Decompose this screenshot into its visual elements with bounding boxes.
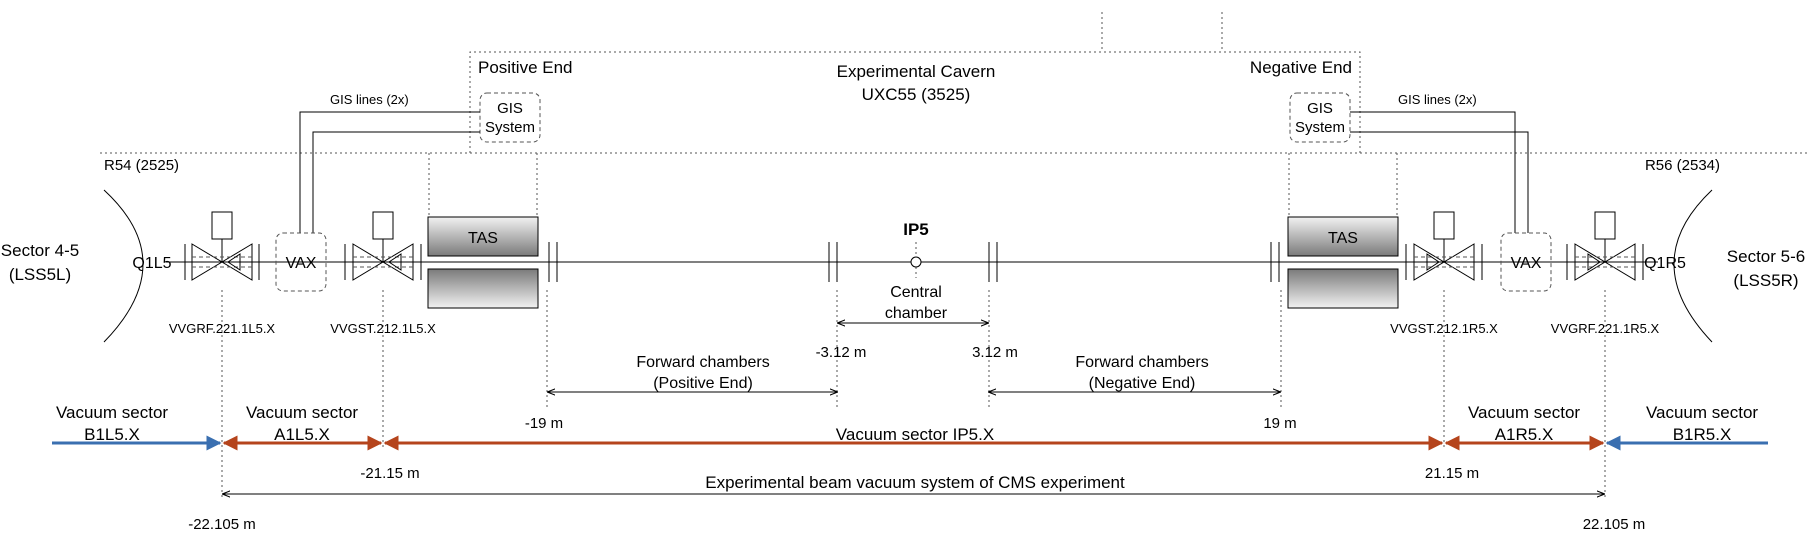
vacuum-b1r5-line2: B1R5.X (1673, 425, 1732, 444)
forward-positive-line2: (Positive End) (653, 375, 753, 392)
vacuum-ip5-label: Vacuum sector IP5.X (836, 425, 994, 444)
gis-system-left: GIS System (479, 92, 541, 143)
vacuum-b1r5-line1: Vacuum sector (1646, 403, 1758, 422)
flanges (548, 242, 1280, 282)
svg-text:TAS: TAS (1328, 230, 1358, 247)
system-label: Experimental beam vacuum system of CMS e… (705, 473, 1125, 492)
vacuum-b1l5-line2: B1L5.X (84, 425, 140, 444)
sector-right-line2: (LSS5R) (1733, 271, 1798, 290)
valve-label-left-inner: VVGST.212.1L5.X (330, 321, 436, 336)
valve-vvgrf-left (184, 211, 260, 281)
svg-text:System: System (485, 119, 535, 136)
sector-left-line2: (LSS5L) (9, 265, 71, 284)
svg-text:TAS: TAS (468, 230, 498, 247)
vacuum-a1r5-line1: Vacuum sector (1468, 403, 1580, 422)
distance-pos-21-15: 21.15 m (1425, 465, 1479, 482)
gis-lines-label-left: GIS lines (2x) (330, 92, 409, 107)
gis-system-right: GIS System (1289, 92, 1351, 143)
valve-vvgst-right (1405, 211, 1483, 281)
magnet-q1l5: Q1L5 (103, 189, 172, 343)
ip5-label: IP5 (903, 220, 929, 239)
distance-pos-3-12: 3.12 m (972, 344, 1018, 361)
valve-label-right-inner: VVGST.212.1R5.X (1390, 321, 1498, 336)
cavern-code: UXC55 (3525) (862, 85, 971, 104)
distance-neg-21-15: -21.15 m (360, 465, 419, 482)
forward-positive-line1: Forward chambers (636, 354, 769, 371)
distance-neg-19: -19 m (525, 415, 563, 432)
room-left-label: R54 (2525) (104, 157, 179, 174)
sector-left-line1: Sector 4-5 (1, 241, 79, 260)
vacuum-a1l5-line1: Vacuum sector (246, 403, 358, 422)
svg-text:VAX: VAX (286, 255, 317, 272)
distance-pos-22-105: 22.105 m (1583, 516, 1646, 533)
negative-end-label: Negative End (1250, 58, 1352, 77)
svg-text:Q1R5: Q1R5 (1644, 255, 1686, 272)
room-right-label: R56 (2534) (1645, 157, 1720, 174)
vacuum-a1l5-line2: A1L5.X (274, 425, 330, 444)
distance-pos-19: 19 m (1263, 415, 1296, 432)
svg-text:GIS: GIS (1307, 100, 1333, 117)
svg-text:Q1L5: Q1L5 (132, 255, 171, 272)
valve-vvgst-left (344, 211, 422, 281)
gis-lines-right: GIS lines (2x) (1350, 92, 1529, 233)
distance-neg-22-105: -22.105 m (188, 516, 256, 533)
central-chamber-line2: chamber (885, 305, 948, 322)
magnet-q1r5: Q1R5 (1644, 189, 1713, 343)
vacuum-b1l5-line1: Vacuum sector (56, 403, 168, 422)
tas-left: TAS (427, 216, 539, 309)
gis-lines-left: GIS lines (2x) (299, 92, 480, 233)
vax-left: VAX (275, 232, 327, 292)
forward-negative-line2: (Negative End) (1089, 375, 1196, 392)
valve-label-left-outer: VVGRF.221.1L5.X (169, 321, 276, 336)
cavern-title: Experimental Cavern (837, 62, 996, 81)
sector-right-line1: Sector 5-6 (1727, 247, 1805, 266)
svg-text:System: System (1295, 119, 1345, 136)
valve-vvgrf-right (1566, 211, 1644, 281)
svg-text:VAX: VAX (1511, 255, 1542, 272)
vacuum-a1r5-line2: A1R5.X (1495, 425, 1554, 444)
positive-end-label: Positive End (478, 58, 573, 77)
guide-lines (221, 153, 1606, 500)
central-chamber-line1: Central (890, 284, 942, 301)
vax-right: VAX (1500, 232, 1552, 292)
gis-lines-label-right: GIS lines (2x) (1398, 92, 1477, 107)
svg-text:GIS: GIS (497, 100, 523, 117)
valve-label-right-outer: VVGRF.221.1R5.X (1551, 321, 1660, 336)
forward-negative-line1: Forward chambers (1075, 354, 1208, 371)
ip5-point: IP5 (903, 220, 929, 278)
distance-neg-3-12: -3.12 m (816, 344, 867, 361)
experimental-cavern: Experimental Cavern UXC55 (3525) Positiv… (469, 12, 1361, 153)
tas-right: TAS (1287, 216, 1399, 309)
